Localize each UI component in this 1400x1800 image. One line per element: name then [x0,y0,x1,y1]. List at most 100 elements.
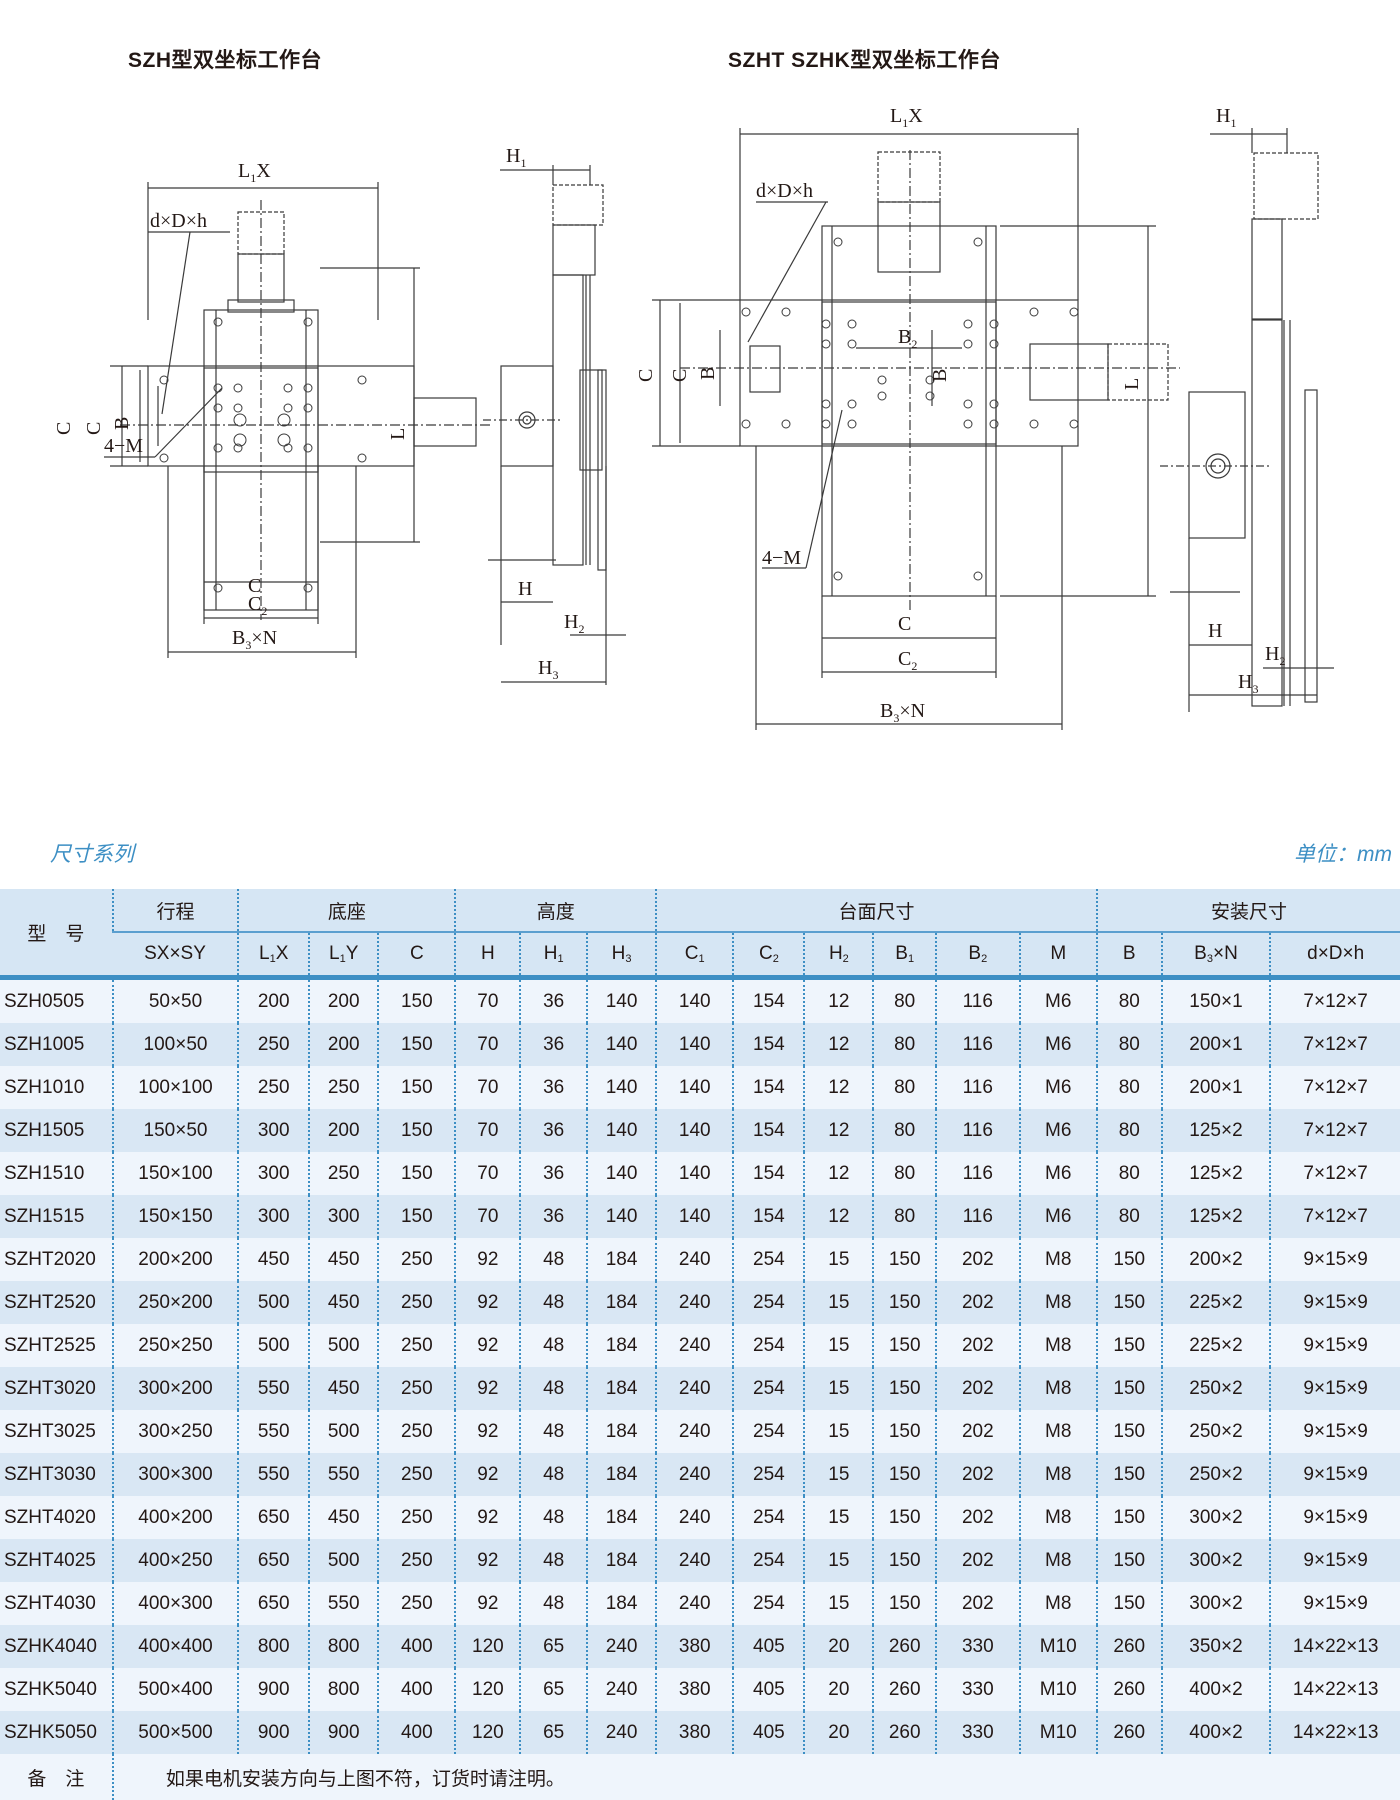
svg-text:H1: H1 [506,145,526,170]
value-cell: 48 [519,1539,588,1582]
value-cell: 330 [935,1711,1020,1754]
value-cell: 240 [655,1410,734,1453]
label-h3: H [538,657,552,679]
value-cell: 7×12×7 [1269,1152,1400,1195]
value-cell: 500 [308,1324,379,1367]
value-cell: 65 [519,1625,588,1668]
value-cell: 154 [732,1195,805,1238]
value-cell: 250 [377,1496,456,1539]
value-cell: 380 [655,1711,734,1754]
value-cell: 150×1 [1160,977,1271,1023]
value-cell: 260 [1095,1711,1162,1754]
value-cell: 450 [237,1238,310,1281]
value-cell: 9×15×9 [1269,1281,1400,1324]
value-cell: 202 [935,1539,1020,1582]
value-cell: 200 [308,1023,379,1066]
value-cell: 9×15×9 [1269,1582,1400,1625]
column-header-base: B [968,943,982,964]
value-cell: 154 [732,1152,805,1195]
label-l1x: L [238,160,250,182]
value-cell: 92 [454,1281,521,1324]
value-cell: 150 [377,1195,456,1238]
column-header: H1 [519,931,588,980]
model-cell: SZH1510 [0,1152,113,1195]
value-cell: 405 [732,1711,805,1754]
drawing-canvas: L1X d×D×h 4−M C C2 B3×N H1 H H2 H3 L1X d… [53,105,1334,730]
value-cell: 140 [586,1023,657,1066]
value-cell: 80 [1095,977,1162,1023]
value-cell: 184 [586,1410,657,1453]
value-cell: 120 [454,1625,521,1668]
value-cell: 650 [237,1539,310,1582]
value-cell: 12 [803,1195,874,1238]
model-cell: SZHT3025 [0,1410,113,1453]
value-cell: 12 [803,1023,874,1066]
value-cell: 240 [655,1496,734,1539]
value-cell: 116 [935,1195,1020,1238]
model-cell: SZH1010 [0,1066,113,1109]
column-header: L1X [237,931,310,980]
value-cell: 50×50 [111,977,239,1023]
value-cell: 150 [377,1109,456,1152]
value-cell: 300×250 [111,1410,239,1453]
label-b3n-2: B [880,700,893,722]
column-header: B2 [935,931,1020,980]
value-cell: 250×2 [1160,1367,1271,1410]
value-cell: 12 [803,1109,874,1152]
value-cell: 150 [872,1496,937,1539]
value-cell: 150 [872,1324,937,1367]
value-cell: 12 [803,1066,874,1109]
value-cell: 250 [377,1582,456,1625]
value-cell: 225×2 [1160,1324,1271,1367]
value-cell: M10 [1018,1711,1097,1754]
value-cell: M6 [1018,1152,1097,1195]
column-header: M [1018,931,1097,980]
value-cell: 240 [586,1668,657,1711]
value-cell: 380 [655,1625,734,1668]
value-cell: 15 [803,1410,874,1453]
szh-side-view [483,165,626,685]
value-cell: 300×300 [111,1453,239,1496]
column-header: B3×N [1160,931,1271,980]
header-group-base: 底座 [237,889,456,932]
value-cell: 140 [655,1066,734,1109]
value-cell: 7×12×7 [1269,1195,1400,1238]
value-cell: M8 [1018,1453,1097,1496]
value-cell: 92 [454,1410,521,1453]
value-cell: 550 [237,1410,310,1453]
column-header: C2 [732,931,805,980]
label-c1-vert-2: C [669,369,691,382]
value-cell: 150 [872,1582,937,1625]
value-cell: 260 [872,1711,937,1754]
value-cell: 70 [454,1195,521,1238]
label-b2: B [898,326,911,348]
label-h3-2: H [1238,671,1252,693]
svg-text:B3×N: B3×N [880,700,925,725]
column-header-sub: 2 [772,953,779,965]
value-cell: 154 [732,1109,805,1152]
value-cell: 92 [454,1582,521,1625]
model-cell: SZHT2520 [0,1281,113,1324]
value-cell: 240 [655,1367,734,1410]
value-cell: 202 [935,1324,1020,1367]
value-cell: 9×15×9 [1269,1238,1400,1281]
value-cell: 250 [377,1453,456,1496]
value-cell: 202 [935,1496,1020,1539]
value-cell: 184 [586,1324,657,1367]
value-cell: 300 [237,1195,310,1238]
value-cell: M8 [1018,1238,1097,1281]
value-cell: 250 [308,1066,379,1109]
label-dxdxh-2: d×D×h [756,180,813,202]
model-cell: SZHT2525 [0,1324,113,1367]
value-cell: 12 [803,977,874,1023]
column-header-sub: 1 [907,953,915,965]
value-cell: 260 [1095,1668,1162,1711]
value-cell: 900 [308,1711,379,1754]
value-cell: 450 [308,1281,379,1324]
value-cell: 36 [519,1152,588,1195]
value-cell: 15 [803,1539,874,1582]
value-cell: 150 [377,977,456,1023]
